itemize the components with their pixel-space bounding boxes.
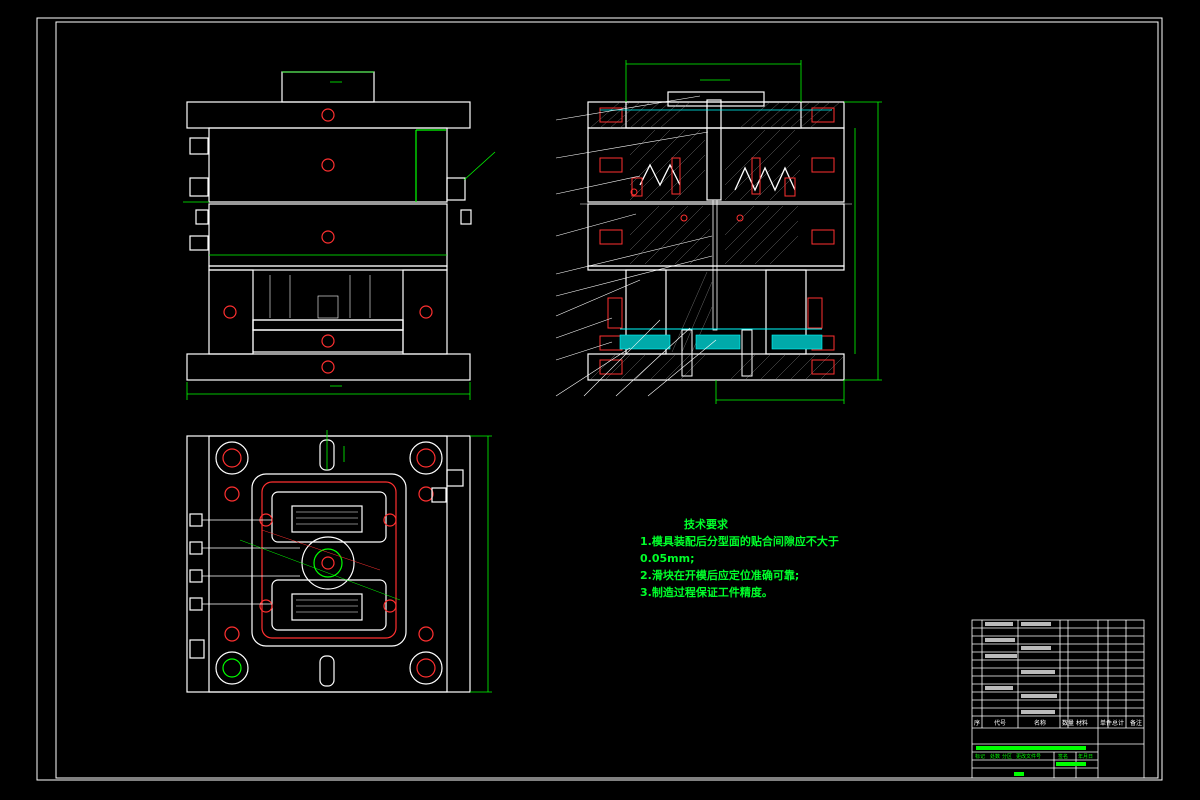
inner-border bbox=[55, 21, 1159, 779]
tb-col-qty: 数量 bbox=[1062, 719, 1074, 727]
tb-col-code: 代号 bbox=[994, 719, 1006, 727]
notes-line-1: 1.模具装配后分型面的贴合间隙应不大于 bbox=[640, 535, 839, 548]
title-block-sign-row: 标记 处数 分区 更改文件号 签名 年月日 bbox=[975, 753, 1093, 760]
tb-col-material: 材料 bbox=[1076, 719, 1088, 727]
tb-col-total: 总计 bbox=[1112, 719, 1124, 727]
technical-requirements: 技术要求 1.模具装配后分型面的贴合间隙应不大于 0.05mm; 2.滑块在开模… bbox=[640, 516, 839, 601]
title-block-fill bbox=[976, 622, 1086, 776]
tb-col-remark: 备注 bbox=[1130, 719, 1142, 727]
plan-view[interactable] bbox=[186, 435, 471, 693]
tb-col-seq: 序 bbox=[974, 719, 980, 727]
notes-line-3: 2.滑块在开模后应定位准确可靠; bbox=[640, 569, 800, 582]
tb-col-name: 名称 bbox=[1034, 719, 1046, 727]
section-details bbox=[580, 107, 852, 377]
tb-sign-date: 年月日 bbox=[1078, 753, 1093, 760]
title-block-header-row: 序 代号 名称 数量 材料 单件 总计 备注 bbox=[974, 719, 1142, 727]
front-view-dimensions bbox=[183, 71, 496, 400]
tb-sign-count: 处数 bbox=[990, 753, 1000, 760]
front-view[interactable] bbox=[186, 71, 472, 381]
tb-col-unit: 单件 bbox=[1100, 719, 1112, 727]
notes-line-4: 3.制造过程保证工件精度。 bbox=[640, 586, 773, 599]
section-leaders bbox=[555, 95, 717, 397]
tb-sign-zone: 分区 bbox=[1002, 753, 1012, 760]
notes-title: 技术要求 bbox=[684, 518, 728, 531]
tb-sign-signature: 签名 bbox=[1058, 753, 1068, 760]
notes-line-2: 0.05mm; bbox=[640, 552, 695, 565]
outer-frame bbox=[36, 17, 1163, 781]
plan-view-dimensions bbox=[326, 430, 492, 693]
tb-sign-mark: 标记 bbox=[975, 753, 985, 760]
title-block[interactable] bbox=[971, 619, 1145, 779]
section-dimensions bbox=[625, 60, 882, 404]
tb-sign-doc: 更改文件号 bbox=[1016, 753, 1041, 760]
